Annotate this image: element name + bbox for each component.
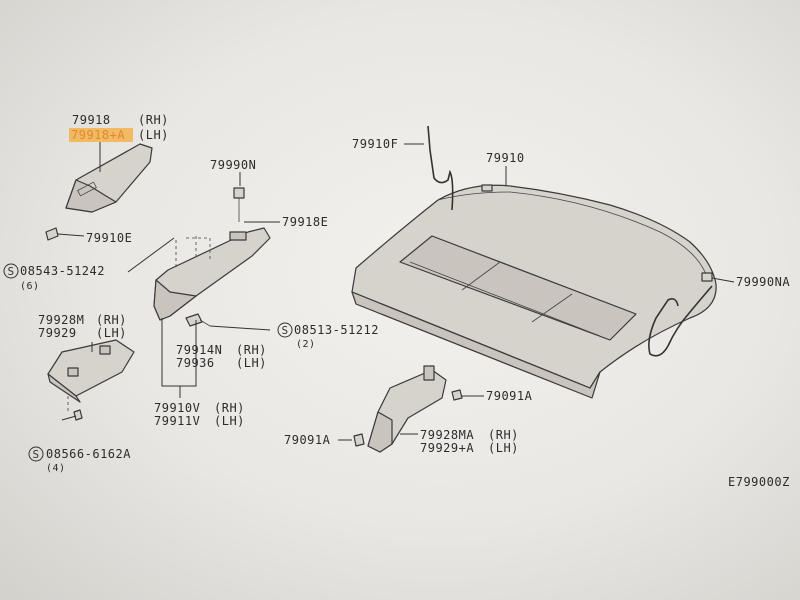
bracket-79928ma xyxy=(367,365,447,453)
parcel-shelf xyxy=(351,184,717,399)
label-79918: 79918 xyxy=(72,113,111,127)
label-79918a: 79918+A xyxy=(71,128,125,142)
label-79091a-left: 79091A xyxy=(284,433,331,447)
label-08513-51212: 08513-51212 xyxy=(294,323,379,337)
clip-79990na xyxy=(701,272,713,282)
label-08513-qty: (2) xyxy=(296,339,316,350)
leader-lines xyxy=(61,142,735,441)
clip-79910 xyxy=(481,184,493,192)
label-79928ma: 79928MA xyxy=(420,428,474,442)
label-79928ma-rh: (RH) xyxy=(488,428,519,442)
label-08566-6162a: 08566-6162A xyxy=(46,447,131,461)
label-79929-lh: (LH) xyxy=(96,326,127,340)
label-79990na: 79990NA xyxy=(736,275,790,289)
label-79918-rh: (RH) xyxy=(138,113,169,127)
diagram-code: E799000Z xyxy=(728,475,790,489)
label-79910v-rh: (RH) xyxy=(214,401,245,415)
s-marker-08543: S xyxy=(3,263,19,279)
label-79911v: 79911V xyxy=(154,414,200,428)
label-08543-51242: 08543-51242 xyxy=(20,264,105,278)
rail-79910v xyxy=(153,227,271,321)
label-79091a-right: 79091A xyxy=(486,389,533,403)
clip-79091a-left xyxy=(353,433,365,447)
label-79929: 79929 xyxy=(38,326,77,340)
svg-text:S: S xyxy=(8,265,15,278)
label-79910f: 79910F xyxy=(352,137,398,151)
label-79910e: 79910E xyxy=(86,231,132,245)
hook-wire-79910f xyxy=(427,125,454,211)
label-79929a-lh: (LH) xyxy=(488,441,519,455)
label-79928m-rh: (RH) xyxy=(96,313,127,327)
label-79928m: 79928M xyxy=(38,313,84,327)
clip-79910e xyxy=(45,227,59,241)
label-79910v: 79910V xyxy=(154,401,200,415)
s-marker-08566: S xyxy=(28,446,44,462)
label-79990n: 79990N xyxy=(210,158,256,172)
label-79911v-lh: (LH) xyxy=(214,414,245,428)
svg-text:S: S xyxy=(33,448,40,461)
label-79929a: 79929+A xyxy=(420,441,474,455)
highlight-box xyxy=(69,128,133,142)
clip-79990n xyxy=(233,187,245,199)
label-79914n-rh: (RH) xyxy=(236,343,267,357)
s-marker-08513: S xyxy=(277,322,293,338)
label-79910: 79910 xyxy=(486,151,525,165)
screw-08566 xyxy=(73,409,83,421)
label-79918a-lh: (LH) xyxy=(138,128,169,142)
label-08543-qty: (6) xyxy=(20,281,40,292)
label-79936: 79936 xyxy=(176,356,215,370)
side-wire xyxy=(648,285,713,357)
trim-cover-79918 xyxy=(65,143,153,213)
label-79936-lh: (LH) xyxy=(236,356,267,370)
label-08566-qty: (4) xyxy=(46,463,66,474)
bracket-79928m xyxy=(47,339,135,403)
label-79918e: 79918E xyxy=(282,215,328,229)
label-79914n: 79914N xyxy=(176,343,222,357)
bolt-08513 xyxy=(185,313,203,327)
svg-text:S: S xyxy=(282,324,289,337)
clip-79091a-right xyxy=(451,389,463,401)
